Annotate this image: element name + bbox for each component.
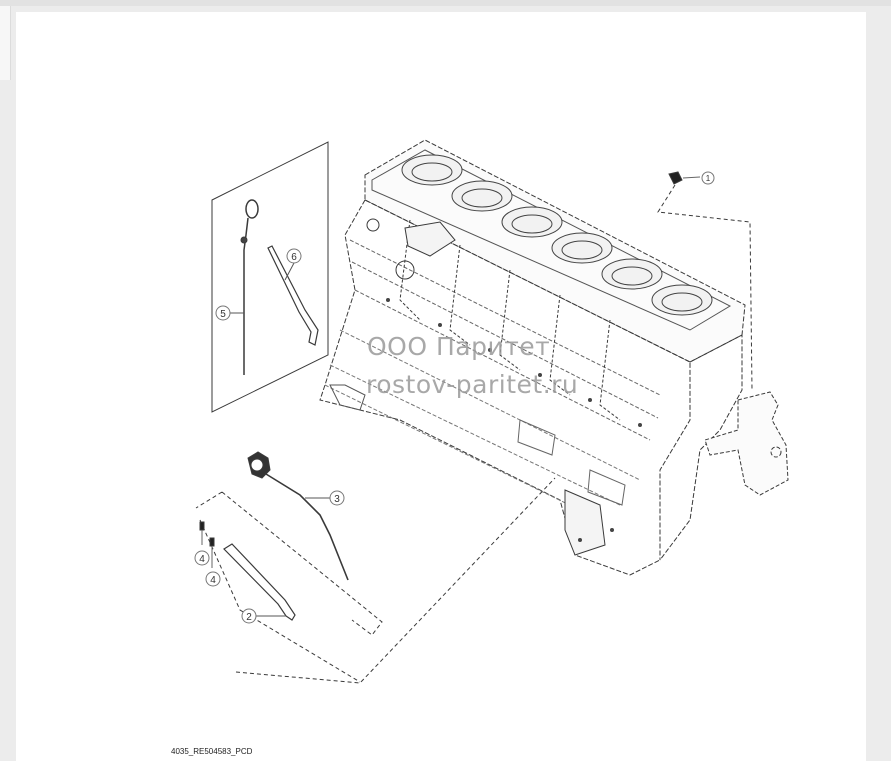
rear-bracket [704, 391, 789, 496]
diagram-sheet [16, 12, 866, 761]
callout-4b [205, 571, 221, 587]
left-panel-edge [0, 6, 11, 80]
callout-2 [241, 608, 257, 624]
callout-6-label: 6 [291, 252, 297, 263]
tube-part-2 [223, 543, 296, 621]
watermark-website: rostov-paritet.ru [366, 370, 579, 399]
callout-5-label: 5 [220, 309, 226, 320]
top-strip [0, 0, 891, 6]
pins-part-4 [199, 521, 215, 568]
dipstick-part-5 [229, 199, 259, 375]
dipstick-tube-part-6 [267, 245, 319, 346]
cylinder-bores [401, 154, 713, 316]
engine-block [319, 139, 746, 576]
figure-id: 4035_RE504583_PCD [171, 747, 253, 756]
leader-part-1 [657, 184, 753, 391]
callout-3-label: 3 [334, 494, 340, 505]
callout-6 [286, 248, 302, 264]
group-leader-lines [195, 477, 556, 684]
callout-3 [329, 490, 345, 506]
dipstick-detail-box [211, 141, 329, 413]
callout-5 [215, 305, 231, 321]
callout-1-label: 1 [706, 174, 711, 183]
callout-4a-label: 4 [199, 554, 205, 565]
plug-part-1 [668, 171, 701, 185]
watermark-company: ООО Паритет [367, 332, 551, 361]
callout-4a [194, 550, 210, 566]
callout-1 [701, 171, 715, 185]
callout-2-label: 2 [246, 612, 252, 623]
dipstick-part-3 [247, 451, 349, 581]
callout-4b-label: 4 [210, 575, 216, 586]
